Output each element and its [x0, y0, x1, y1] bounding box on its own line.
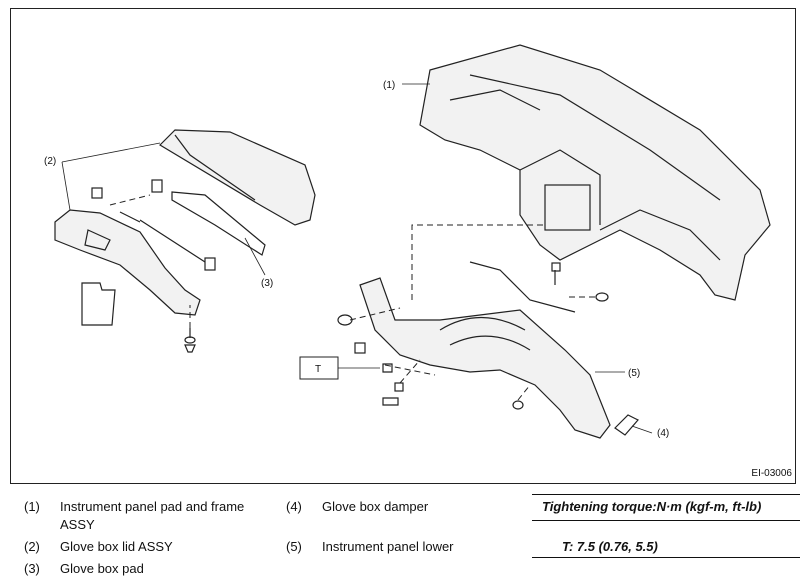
torque-value: T: 7.5 (0.76, 5.5): [532, 521, 800, 558]
legend-item: (5) Instrument panel lower: [286, 538, 522, 556]
figure-code: EI-03006: [751, 468, 792, 479]
legend-right: (4) Glove box damper (5) Instrument pane…: [286, 498, 522, 556]
torque-table: Tightening torque:N·m (kgf-m, ft-lb) T: …: [532, 494, 800, 558]
legend-left: (1) Instrument panel pad and frame ASSY …: [24, 498, 260, 578]
instrument-panel-lower: [359, 277, 611, 439]
glove-box-damper-part: [614, 414, 639, 436]
callout-2: (2): [44, 156, 56, 167]
legend-text: Instrument panel pad and frame ASSY: [60, 499, 245, 532]
exploded-view-drawing: (1) (2) (3) (4) (5) T: [44, 44, 771, 439]
legend-number: (4): [286, 499, 302, 514]
legend-item: (2) Glove box lid ASSY: [24, 538, 260, 556]
diagram-frame: [10, 8, 796, 484]
legend-text: Glove box damper: [322, 499, 429, 514]
legend-number: (3): [24, 561, 40, 576]
callout-4: (4): [657, 428, 669, 439]
legend-text: Glove box pad: [60, 561, 144, 576]
callout-1: (1): [383, 80, 395, 91]
torque-header: Tightening torque:N·m (kgf-m, ft-lb): [532, 494, 800, 521]
callout-5: (5): [628, 368, 640, 379]
legend-item: (4) Glove box damper: [286, 498, 522, 516]
legend-number: (2): [24, 539, 40, 554]
legend-item: (3) Glove box pad: [24, 560, 260, 578]
legend-text: Instrument panel lower: [322, 539, 454, 554]
legend-number: (1): [24, 499, 40, 514]
glove-box-lid-assy: [159, 129, 316, 226]
callout-3: (3): [261, 278, 273, 289]
glove-box-pad: [171, 191, 266, 256]
legend-number: (5): [286, 539, 302, 554]
legend-text: Glove box lid ASSY: [60, 539, 173, 554]
legend-item: (1) Instrument panel pad and frame ASSY: [24, 498, 260, 534]
torque-box-label: T: [315, 364, 321, 375]
